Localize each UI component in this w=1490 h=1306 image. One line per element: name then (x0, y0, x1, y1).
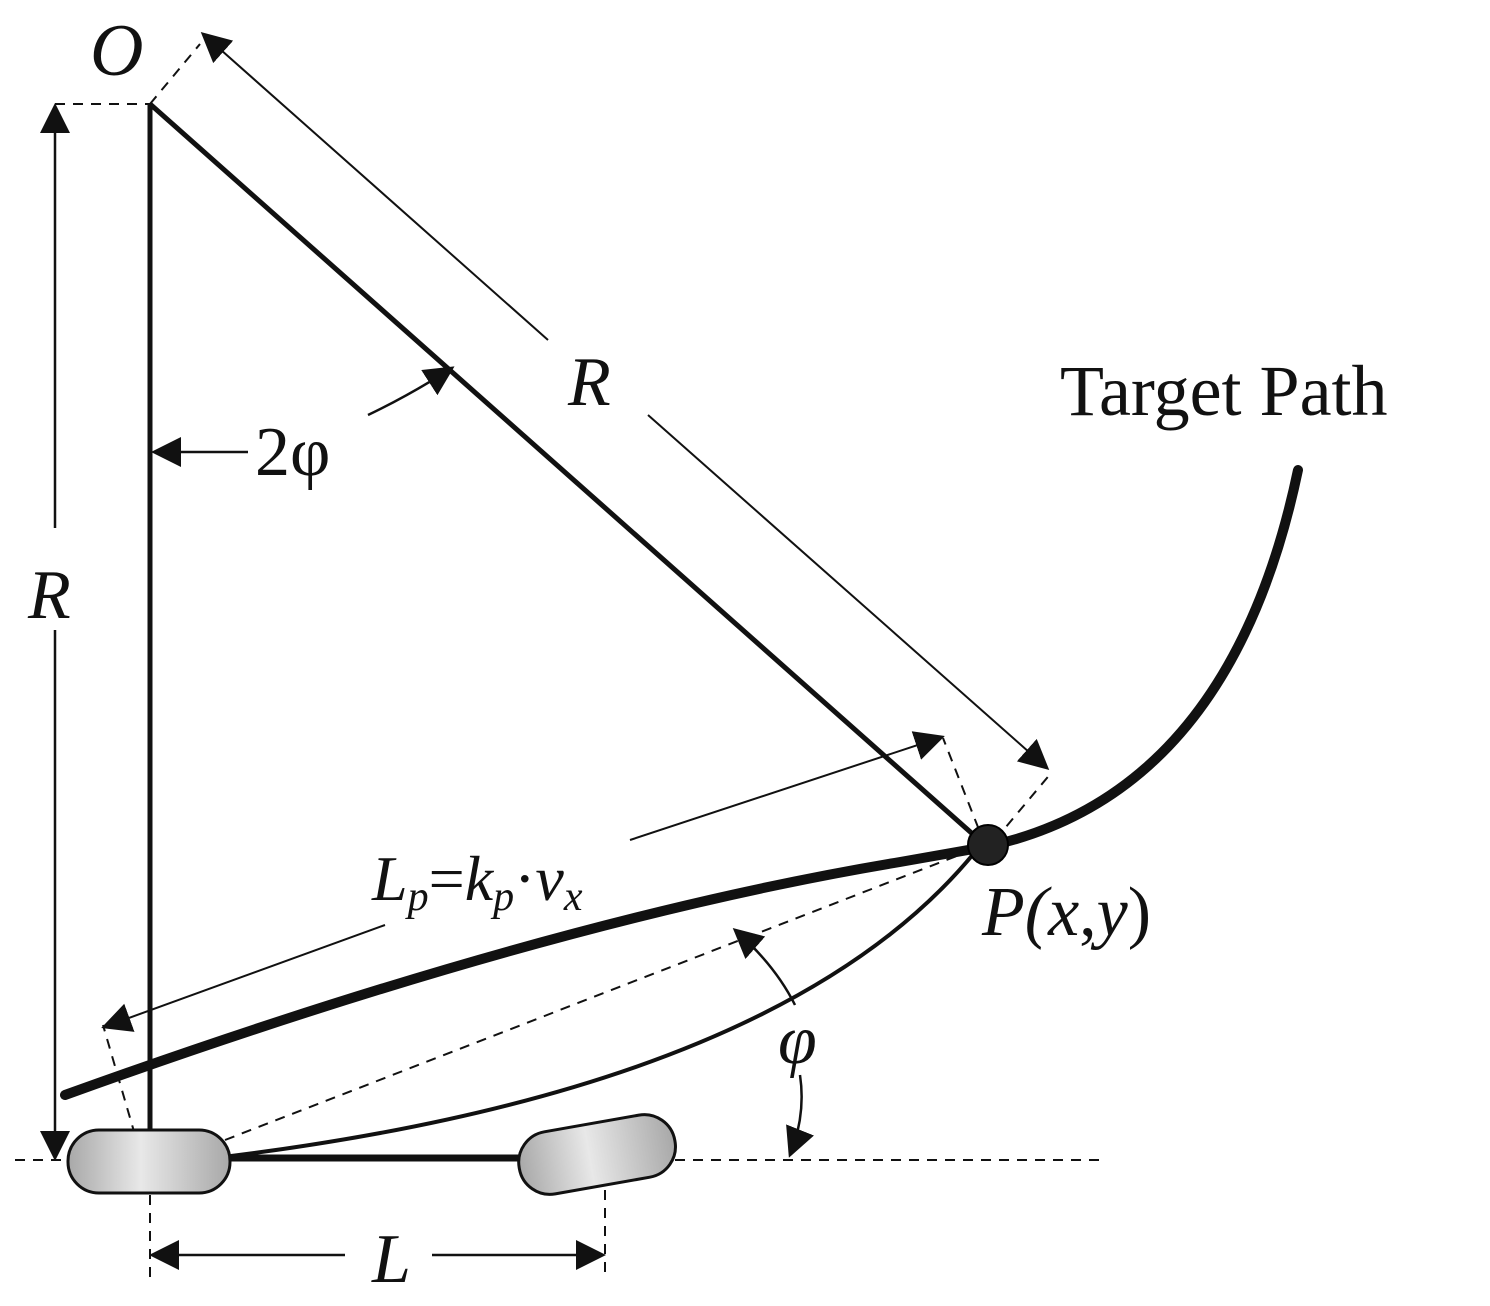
lookahead-arrow-up (629, 731, 945, 841)
target-point-p (967, 824, 1009, 866)
lookahead-arrow-down (101, 924, 386, 1032)
target-path-label: Target Path (1060, 351, 1388, 431)
lookahead-formula-label: Lp=kp·vx (371, 843, 583, 920)
radius-diagonal-arrow-up (200, 32, 549, 341)
vehicle-geometry (60, 102, 1303, 1162)
radius-diagonal-arrow-down (647, 414, 1050, 770)
two-phi-arrow-curve (367, 366, 455, 417)
phi-arrow-upper (732, 928, 797, 1006)
rear-wheel (66, 1128, 232, 1195)
radius-diagonal-line (148, 102, 987, 847)
origin-label: O (90, 10, 143, 92)
target-path-curve (60, 465, 1303, 1100)
radius-diagonal-label: R (567, 344, 611, 421)
vehicle-arc-trajectory (214, 850, 977, 1160)
angle-phi-label: φ (778, 1002, 817, 1079)
wheelbase-label: L (371, 1221, 411, 1298)
front-wheel (517, 1113, 677, 1196)
dimension-arrows (40, 32, 1050, 1270)
angle-two-phi-label: 2φ (255, 414, 330, 491)
point-p-label: P(x,y) (981, 874, 1151, 951)
p-to-arrow-dashed (994, 771, 1053, 841)
chord-dashed (224, 844, 986, 1141)
wheels (66, 1113, 677, 1196)
radius-vertical-label: R (27, 557, 71, 634)
phi-arrow-lower (786, 1074, 814, 1158)
o-to-arrow-dashed (149, 43, 201, 105)
dashed-lines (15, 43, 1100, 1280)
